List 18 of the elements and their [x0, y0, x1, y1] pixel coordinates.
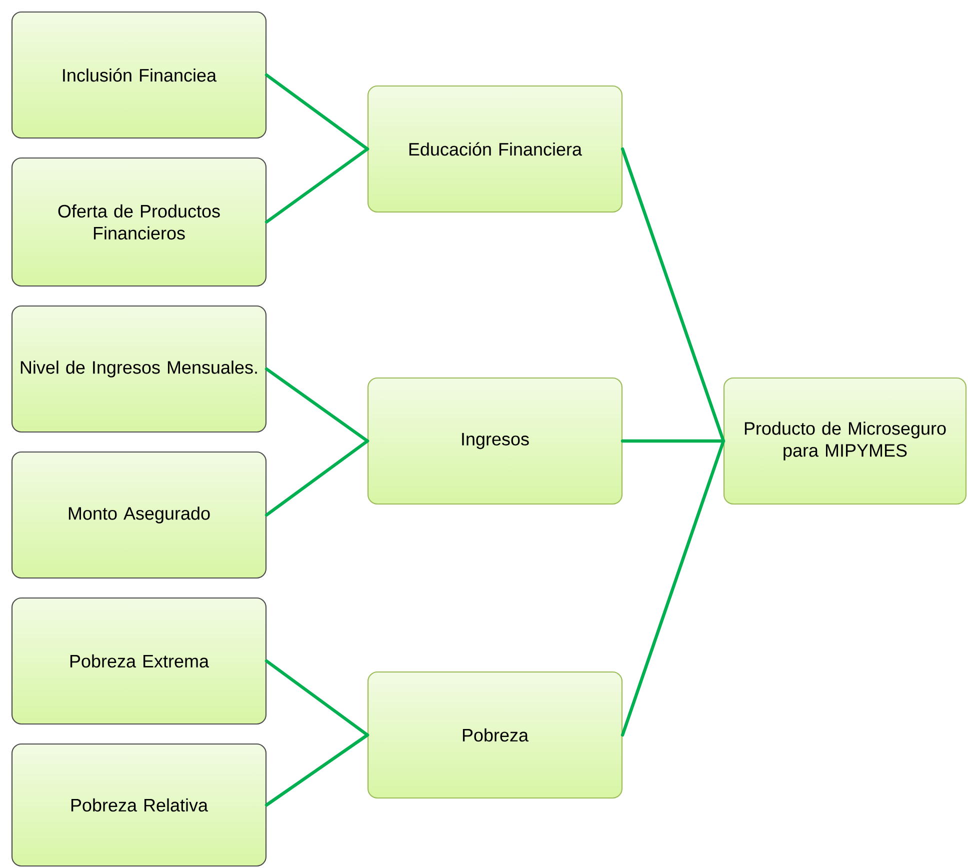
connector-line — [264, 73, 370, 151]
connector-line — [620, 439, 726, 443]
process-box: Oferta de Productos Financieros — [11, 157, 267, 287]
connector-line — [264, 733, 370, 807]
connector-line — [264, 439, 370, 517]
process-box: Pobreza — [367, 671, 623, 799]
process-box: Producto de Microseguro para MIPYMES — [723, 377, 967, 505]
process-box: Inclusión Financiea — [11, 11, 267, 139]
process-box: Pobreza Relativa — [11, 743, 267, 867]
connector-line — [264, 367, 370, 443]
connector-line — [264, 147, 370, 224]
connector-line — [264, 659, 370, 737]
connector-line — [620, 439, 726, 737]
process-box: Monto Asegurado — [11, 451, 267, 579]
process-box: Nivel de Ingresos Mensuales. — [11, 305, 267, 433]
process-box: Educación Financiera — [367, 85, 623, 213]
process-box: Ingresos — [367, 377, 623, 505]
process-box: Pobreza Extrema — [11, 597, 267, 725]
